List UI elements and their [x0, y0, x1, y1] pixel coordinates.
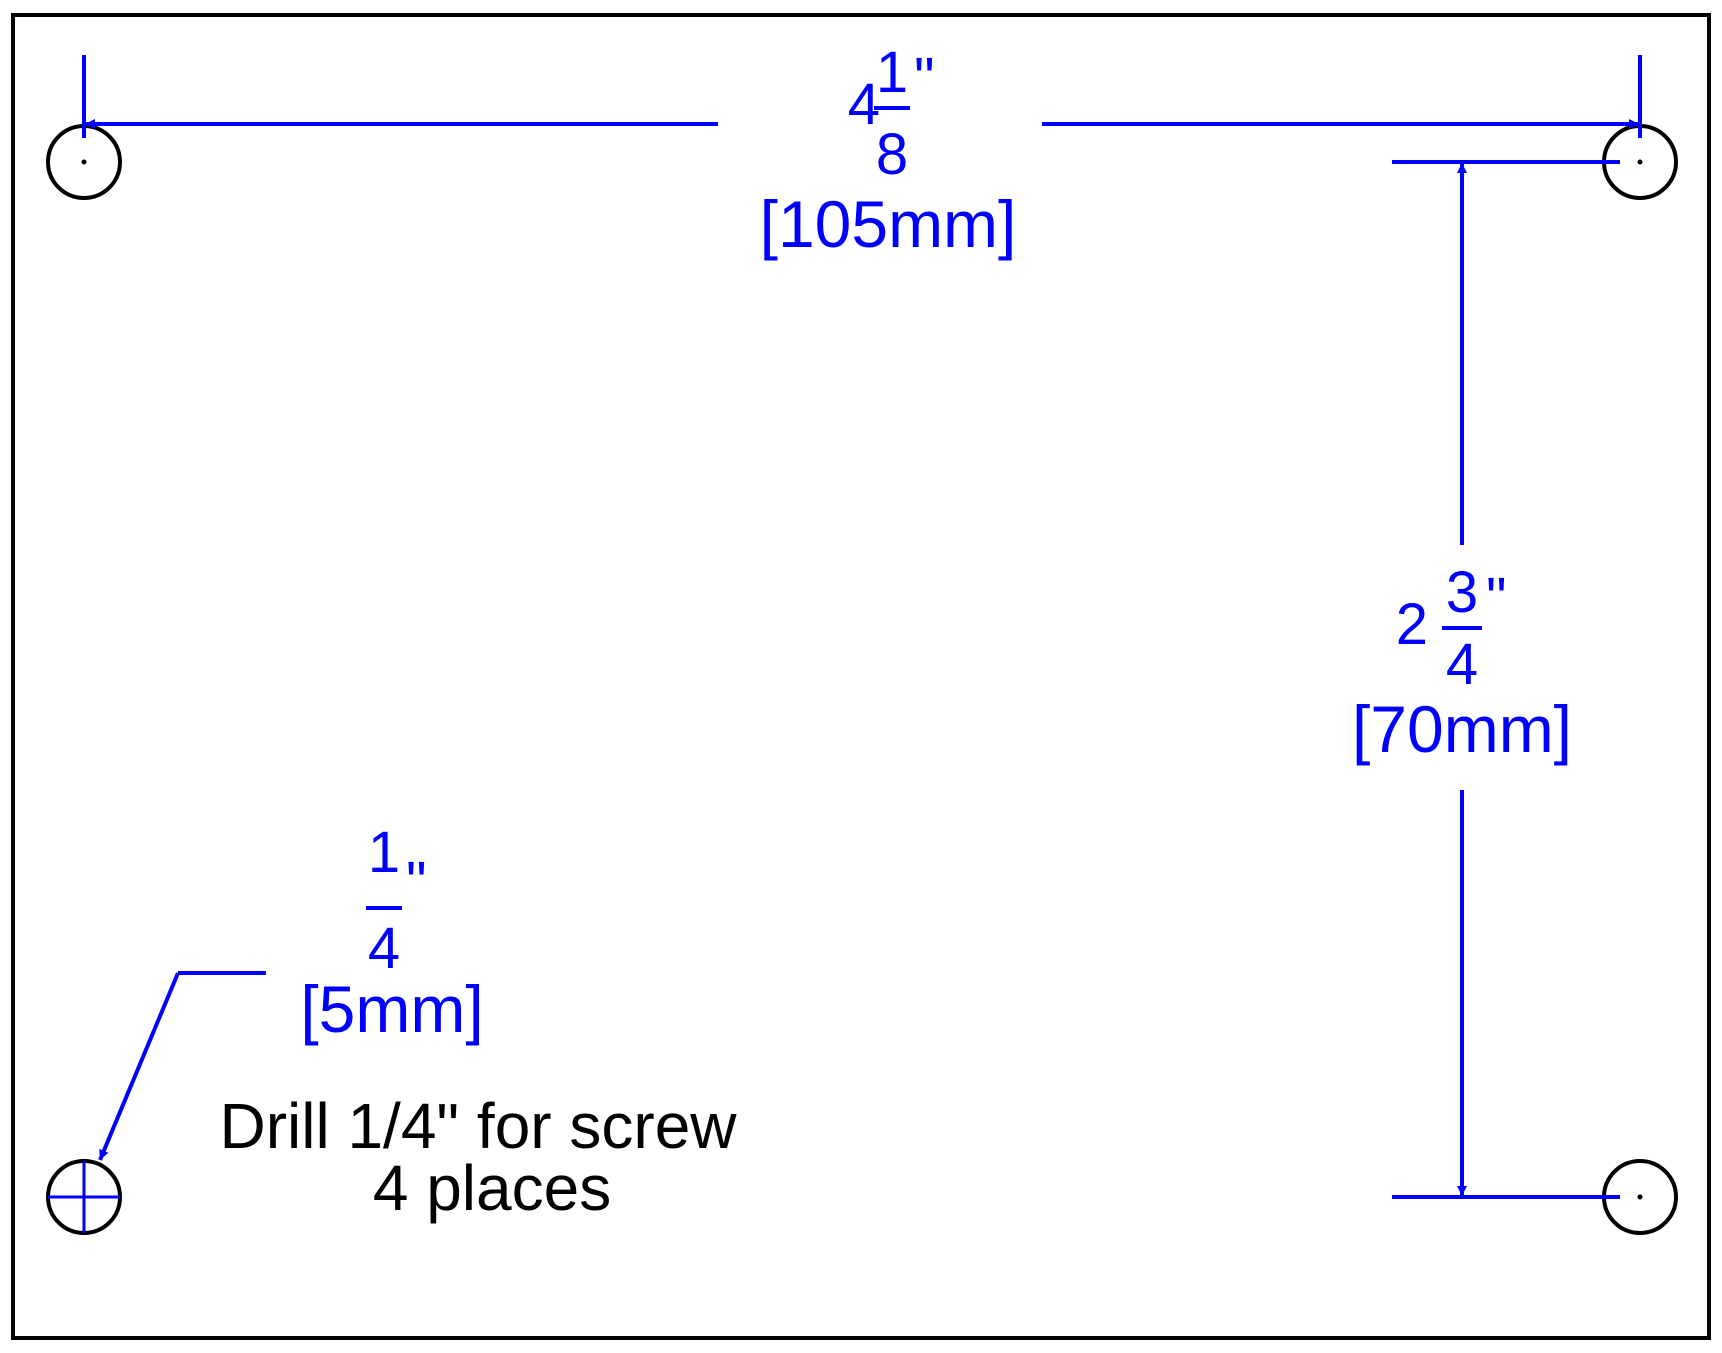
height-denominator: 4 — [1446, 632, 1478, 697]
note-line-1: Drill 1/4" for screw — [219, 1090, 737, 1162]
height-metric: [70mm] — [1352, 692, 1572, 766]
leader-line — [98, 972, 180, 1161]
width-dimension — [82, 55, 1642, 138]
width-numerator: 1 — [876, 40, 908, 105]
width-whole: 4 — [848, 72, 880, 137]
hole-leader — [98, 971, 266, 1161]
hole-label: 1 4 " [5mm] — [300, 820, 483, 1046]
height-label: 2 3 4 " [70mm] — [1352, 560, 1572, 766]
height-whole: 2 — [1396, 592, 1428, 657]
hole-denominator: 4 — [368, 916, 400, 981]
width-label: 4 1 8 " [105mm] — [760, 40, 1017, 261]
hole-bottom-left — [46, 1159, 122, 1235]
drill-note: Drill 1/4" for screw 4 places — [219, 1090, 737, 1224]
hole-numerator: 1 — [368, 820, 400, 885]
hole-unit: " — [406, 850, 427, 915]
height-dimension — [1392, 160, 1620, 1199]
height-unit: " — [1486, 566, 1507, 631]
width-denominator: 8 — [876, 122, 908, 187]
height-numerator: 3 — [1446, 560, 1478, 625]
width-unit: " — [914, 46, 935, 111]
note-line-2: 4 places — [373, 1152, 611, 1224]
drawing-border — [11, 13, 1711, 1340]
width-metric: [105mm] — [760, 187, 1017, 261]
hole-metric: [5mm] — [300, 972, 483, 1046]
